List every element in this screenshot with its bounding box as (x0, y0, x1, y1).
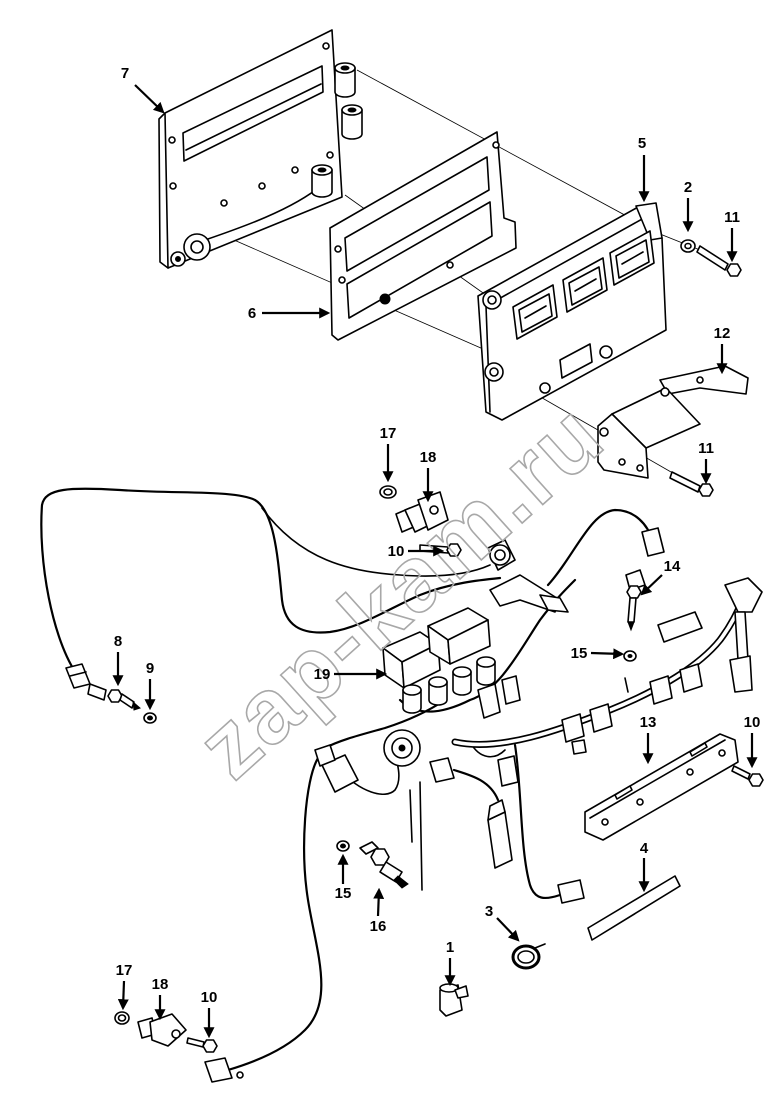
harness-boots (402, 656, 496, 714)
callout-label: 11 (698, 440, 714, 457)
gasket (329, 131, 517, 341)
washer (623, 650, 637, 662)
callout-arrow (134, 84, 165, 114)
module-connector (609, 230, 655, 286)
bolt (186, 1037, 218, 1053)
callout-label: 3 (485, 903, 493, 920)
speed-sensor (137, 1013, 187, 1047)
module-connector (512, 284, 558, 340)
harness-connector-block (382, 631, 441, 689)
washer (114, 1011, 130, 1025)
washer (336, 840, 350, 852)
callout-labels: 7 5 2 11 6 12 17 18 11 10 14 8 9 15 19 1… (114, 65, 761, 1006)
speed-sensor (395, 491, 449, 533)
callout-label: 4 (640, 840, 649, 857)
callout-label: 13 (640, 714, 657, 731)
harness-strap (489, 574, 569, 613)
harness-connector (487, 539, 516, 571)
callout-label: 10 (744, 714, 761, 731)
sensor (625, 569, 646, 632)
callout-label: 6 (248, 305, 256, 322)
callout-arrow (373, 887, 385, 917)
callout-label: 1 (446, 939, 454, 956)
callout-label: 5 (638, 135, 646, 152)
clip-ring (511, 943, 546, 970)
callout-label: 8 (114, 633, 122, 650)
injector-harness (451, 577, 763, 755)
callout-label: 9 (146, 660, 154, 677)
callout-label: 16 (370, 918, 387, 935)
module-connector (562, 257, 608, 313)
spacer (311, 164, 333, 198)
callout-label: 14 (664, 558, 681, 575)
callout-label: 12 (714, 325, 731, 342)
harness-connector (204, 527, 665, 1083)
sensor (65, 663, 141, 711)
bolt (731, 765, 764, 787)
clip (439, 983, 469, 1017)
callout-label: 2 (684, 179, 692, 196)
washer (143, 712, 157, 724)
callout-arrows (112, 84, 758, 1039)
mounting-plate (158, 29, 343, 269)
washer (379, 485, 397, 499)
harness-connector-block (427, 607, 491, 665)
bracket (597, 365, 749, 479)
callout-label: 18 (152, 976, 169, 993)
washer (680, 239, 696, 253)
callout-label: 10 (201, 989, 218, 1006)
callout-label: 19 (314, 666, 331, 683)
callout-arrow (590, 648, 625, 660)
callout-arrow (640, 574, 663, 596)
callout-label: 7 (121, 65, 129, 82)
bolt (696, 245, 742, 277)
callout-label: 15 (571, 645, 588, 662)
callout-arrow (496, 917, 520, 942)
callout-label: 15 (335, 885, 352, 902)
callout-label: 17 (116, 962, 133, 979)
callout-arrow (117, 980, 129, 1011)
pressure-sensor (383, 729, 421, 767)
callout-label: 18 (420, 449, 437, 466)
rail (584, 733, 739, 841)
strip (587, 875, 681, 941)
sensor (359, 841, 409, 889)
spacer (341, 104, 363, 140)
callout-label: 17 (380, 425, 397, 442)
spacer (334, 62, 356, 98)
callout-label: 11 (724, 209, 740, 226)
callout-label: 10 (388, 543, 405, 560)
